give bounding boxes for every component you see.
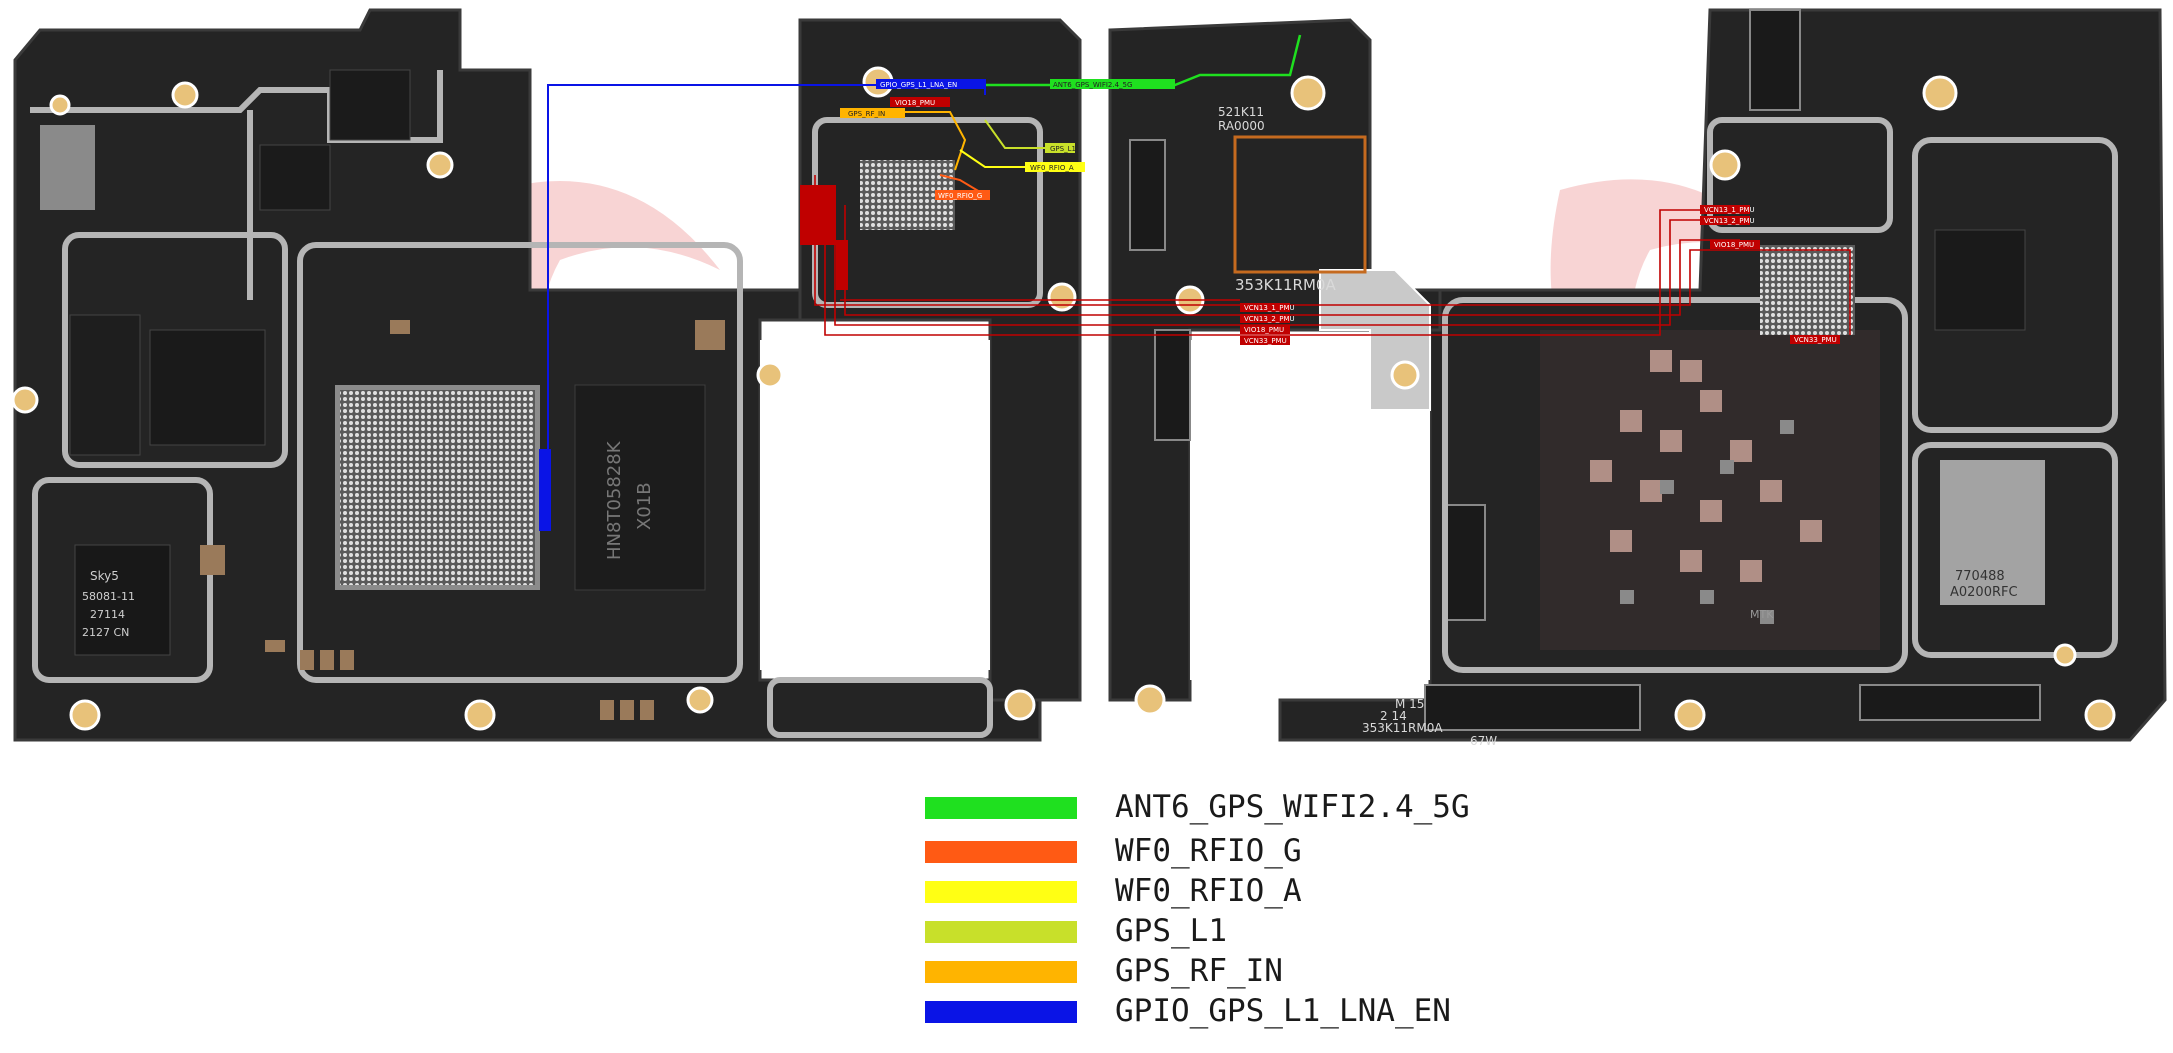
chip-mtk-mark: MTK [1750,608,1774,621]
circuit-board-diagram: Sky5 58081-11 27114 2127 CN HN8T05828K X… [11,8,2167,748]
trace-gps-l1 [984,119,1045,149]
shield-frame-right-mid [1912,137,2118,433]
chip-sky5-mark: Sky5 [90,569,119,583]
tag-ant6: ANT6_GPS_WIFI2.4_5G [1053,81,1132,89]
pmic-component-field [1540,330,1880,650]
chip-sky5-line4: 2127 CN [82,626,129,639]
chip-sky5 [74,544,171,656]
tag-gpio-gps-l1-lna-en-box [876,79,986,89]
tag-vcn13-2-box-right [1700,216,1750,225]
tag-gps-l1-box [1045,143,1075,153]
red-vertical-tags [800,185,848,290]
legend-swatch-yellow [925,881,1077,903]
legend-label: WF0_RFIO_G [1115,833,1302,869]
right-board: 353K11RM0A 521K11 RA0000 M 15 2 14 353K1… [1108,8,2167,748]
legend-swatch-amber [925,961,1077,983]
chip-770488 [1940,460,2045,605]
label-67w: 67W [1470,734,1497,748]
tag-vcn33-left: VCN33_PMU [1244,337,1287,345]
legend-label: GPIO_GPS_L1_LNA_EN [1115,993,1451,1029]
tag-wf0-rfio-a-box [1025,162,1085,172]
connector-top-right [1749,9,1801,111]
label-353k11rm0a-bottom: 353K11RM0A [1362,721,1443,735]
tag-vio18-box-right [1710,240,1760,249]
connector-bottom-main [1424,684,1641,731]
shield-frame-right-top [1707,117,1893,233]
left-board: Sky5 58081-11 27114 2127 CN HN8T05828K X… [11,8,1082,742]
chip-770488-mark2: A0200RFC [1950,585,2018,600]
tag-vcn13-1-box-left [1240,303,1290,312]
tag-vcn33-box-right [1790,335,1840,344]
tag-vcn13-2-left: VCN13_2_PMU [1244,315,1295,323]
camera-module-pad [40,125,95,210]
chip-vc7643 [1934,229,2026,331]
legend-label: GPS_RF_IN [1115,953,1283,989]
left-board-cutout [760,340,990,670]
legend-swatch-orange [925,841,1077,863]
legend-label: WF0_RFIO_A [1115,873,1302,909]
tag-vio18-right: VIO18_PMU [1714,241,1754,249]
tag-vcn33-box-left [1240,336,1290,345]
chip-memory [574,384,706,591]
tag-vcn13-1-right: VCN13_1_PMU [1704,206,1755,214]
shield-frame-soc [297,242,743,683]
connector-right-vertical [1444,504,1486,621]
tag-ant6-box [1050,79,1175,89]
label-ra0000: RA0000 [1218,119,1265,133]
rf-keepout-frame [1233,135,1367,274]
tag-vio18-box [890,97,950,107]
label-353k11rm0a-top: 353K11RM0A [1235,276,1336,294]
tag-gps-l1: GPS_L1 [1050,145,1076,153]
shield-frame-left-mid [62,232,288,468]
tag-vcn13-2-right: VCN13_2_PMU [1704,217,1755,225]
chip-770488-mark: 770488 [1955,569,2005,584]
legend-swatch-green [925,797,1077,819]
connector-rf-vertical [1129,139,1166,251]
tag-gpio-gps-l1-lna-en: GPIO_GPS_L1_LNA_EN [880,81,957,89]
shield-frame-right-bottom [1912,442,2118,658]
legend-label: GPS_L1 [1115,913,1227,949]
tag-wf0-rfio-g-box [935,190,990,200]
legend-swatch-lime [925,921,1077,943]
tag-vcn13-1-box-right [1700,205,1750,214]
trace-power-rails [814,175,1851,336]
tag-gps-rf-in-box [840,108,905,118]
tag-gps-rf-in: GPS_RF_IN [848,110,885,118]
soc-bga-grid [340,390,535,585]
chip-wifi [69,314,141,456]
chip-small-top2 [259,144,331,211]
tag-wf0-rfio-g: WF0_RFIO_G [938,192,982,200]
label-2-14: 2 14 [1380,709,1407,723]
legend-swatch-blue [925,1001,1077,1023]
label-521k11: 521K11 [1218,105,1264,119]
trace-wf0-rfio-a [959,149,1025,168]
tag-vio18-left: VIO18_PMU [1244,326,1284,334]
shield-frame-lower [767,677,993,738]
tag-wf0-rfio-a: WF0_RFIO_A [1030,164,1074,172]
tag-vio18-box-left [1240,325,1290,334]
chip-memory-mark: HN8T05828K [604,440,625,560]
passives-left [200,320,725,720]
shield-frame-left-bottom [32,477,213,683]
net-tags: GPIO_GPS_L1_LNA_EN GPS_RF_IN VIO18_PMU G… [840,79,1840,345]
connector-bottom-right [1859,684,2041,721]
chip-sky5-line2: 58081-11 [82,590,135,603]
chip-wifi-bga-right [1760,245,1855,335]
legend-label: ANT6_GPS_WIFI2.4_5G [1115,789,1470,825]
tag-vio18: VIO18_PMU [895,99,935,107]
chip-memory-mark2: X01B [634,482,655,530]
trace-gps-rf-in [905,111,967,171]
label-m15: M 15 [1395,697,1424,711]
chip-pmic-left [149,329,266,446]
tag-vcn33-right: VCN33_PMU [1794,336,1837,344]
shield-frame-pmic [1442,297,1908,673]
tag-vcn13-2-box-left [1240,314,1290,323]
connector-rf-vertical-2 [1154,329,1191,441]
chip-small-top [329,69,411,141]
tag-vcn13-1-left: VCN13_1_PMU [1244,304,1295,312]
chip-sky5-line3: 27114 [90,608,125,621]
